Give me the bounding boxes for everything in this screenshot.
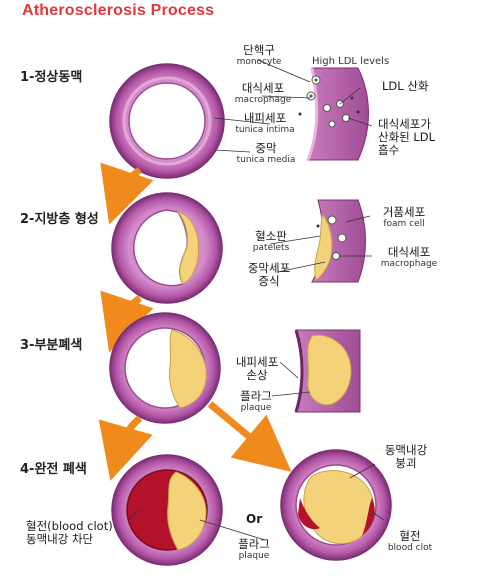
label-endo-damage-1: 내피세포	[235, 355, 279, 369]
label-or: Or	[246, 512, 263, 526]
artery-partial-occlusion	[109, 312, 221, 424]
label-clot-2-kr: 혈전	[399, 529, 421, 543]
label-macrophage-en: macrophage	[234, 95, 292, 105]
label-macrophage-kr: 대식세포	[241, 81, 285, 95]
label-clot-2-en: blood clot	[387, 543, 433, 553]
label-macrophage-2-en: macrophage	[380, 259, 438, 269]
label-media: 중막 tunica media	[232, 142, 300, 166]
vessel-wall-section-1	[298, 67, 369, 161]
label-high-ldl: High LDL levels	[312, 56, 390, 67]
artery-normal	[109, 63, 225, 179]
label-macrophage-absorb: 대식세포가 산화된 LDL 흡수	[378, 118, 435, 157]
label-platelets-en: patelets	[252, 243, 290, 253]
artery-complete-occlusion-rupture	[280, 449, 392, 561]
label-blood-clot-occlusion: 혈전(blood clot) 동맥내강 차단	[26, 520, 113, 546]
label-monocyte: 단핵구 monocyte	[236, 44, 282, 68]
label-macrophage-2: 대식세포 macrophage	[374, 246, 444, 270]
progress-arrow-2	[100, 290, 154, 353]
label-monocyte-kr: 단핵구	[243, 43, 275, 57]
label-intima-kr: 내피세포	[243, 111, 287, 125]
progress-arrow-4	[207, 401, 292, 472]
label-rupture-1: 동맥내강	[384, 443, 428, 457]
label-macrophage-absorb-3: 흡수	[378, 143, 400, 157]
label-clot-1: 혈전(blood clot)	[26, 519, 113, 533]
label-media-en: tunica media	[236, 155, 296, 165]
artery-fatty-streak	[111, 192, 223, 304]
label-plaque-2: 플라그 plaque	[232, 538, 276, 562]
label-plaque-en: plaque	[240, 403, 272, 413]
progress-arrow-3	[98, 415, 153, 481]
label-plaque-2-kr: 플라그	[238, 537, 270, 551]
label-ldl-oxidation: LDL 산화	[382, 79, 429, 93]
label-plaque-kr: 플라그	[240, 389, 272, 403]
label-macrophage-2-kr: 대식세포	[387, 245, 431, 259]
label-intima-en: tunica intima	[235, 125, 295, 135]
label-macrophage-absorb-1: 대식세포가	[378, 117, 431, 131]
label-platelets: 혈소판 patelets	[248, 230, 294, 254]
label-foam-cell-kr: 거품세포	[382, 205, 426, 219]
stage-label-partial-occlusion: 3-부분폐색	[20, 338, 83, 353]
label-lumen-rupture: 동맥내강 붕괴	[378, 444, 434, 470]
label-plaque-2-en: plaque	[238, 551, 270, 561]
label-macrophage: 대식세포 macrophage	[228, 82, 298, 106]
page-title: Atherosclerosis Process	[22, 2, 215, 19]
label-foam-cell-en: foam cell	[383, 219, 425, 229]
artery-complete-occlusion-clot	[111, 454, 223, 566]
label-rupture-2: 붕괴	[395, 456, 417, 470]
stage-label-fatty-streak: 2-지방층 형성	[20, 212, 99, 227]
label-intima: 내피세포 tunica intima	[228, 112, 302, 136]
stage-label-complete-occlusion: 4-완전 폐색	[20, 462, 87, 477]
label-monocyte-en: monocyte	[236, 57, 282, 67]
stage-label-normal: 1-정상동맥	[20, 70, 83, 85]
label-media-kr: 중막	[255, 141, 277, 155]
label-endothelial-damage: 내피세포 손상	[232, 356, 282, 382]
label-macrophage-absorb-2: 산화된 LDL	[378, 130, 436, 144]
label-foam-cell: 거품세포 foam cell	[374, 206, 434, 230]
vessel-wall-section-2	[311, 199, 366, 283]
label-plaque: 플라그 plaque	[234, 390, 278, 414]
leader-lines	[127, 59, 385, 541]
vessel-wall-section-3	[294, 329, 361, 413]
label-platelets-kr: 혈소판	[255, 229, 287, 243]
label-blood-clot-2: 혈전 blood clot	[380, 530, 440, 554]
label-smc-line1: 중막세포	[247, 261, 291, 275]
label-endo-damage-2: 손상	[246, 368, 268, 382]
label-clot-2: 동맥내강 차단	[26, 532, 94, 546]
label-smc-proliferation: 중막세포 증식	[244, 262, 294, 288]
label-smc-line2: 증식	[258, 274, 280, 288]
progress-arrow-1	[100, 162, 154, 225]
